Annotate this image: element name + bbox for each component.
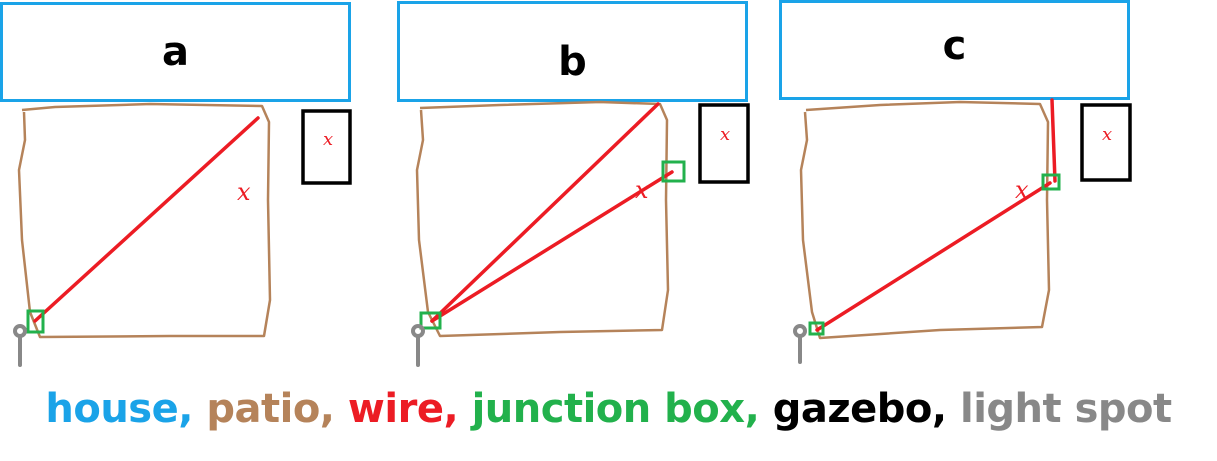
legend: house, patio, wire, junction box, gazebo… (0, 386, 1217, 432)
house-b: b (397, 1, 748, 102)
legend-separator: , (319, 386, 348, 432)
patio-a (17, 102, 272, 339)
panel-label-a: a (162, 29, 189, 75)
gazebo-b (698, 103, 750, 184)
gazebo-c (1080, 103, 1132, 182)
panel-a: x x (13, 102, 352, 367)
x-mark-gazebo-a: x (323, 129, 333, 150)
legend-light-spot-label: light spot (960, 386, 1172, 432)
legend-gazebo: gazebo, (773, 386, 960, 432)
junction-box-c2 (808, 321, 825, 336)
patio-b (415, 100, 670, 338)
legend-junction-box-label: junction box (471, 386, 746, 432)
panel-b: x x (411, 100, 750, 367)
wire-a (33, 116, 260, 323)
junction-box-b1 (419, 311, 442, 330)
panel-c: x x (793, 98, 1132, 364)
legend-wire-label: wire (347, 386, 444, 432)
x-mark-patio-b: x (635, 176, 649, 204)
x-mark-gazebo-c: x (1102, 124, 1112, 145)
junction-box-c1 (1041, 173, 1061, 191)
house-a: a (0, 2, 351, 102)
legend-junction-box: junction box, (472, 386, 773, 432)
light-spot-a (13, 324, 27, 367)
light-spot-b (411, 324, 425, 367)
x-mark-patio-c: x (1015, 176, 1029, 204)
legend-wire: wire, (348, 386, 472, 432)
legend-patio-label: patio (206, 386, 320, 432)
house-c: c (779, 0, 1130, 100)
x-mark-patio-a: x (237, 178, 251, 206)
wire-c2 (815, 181, 1052, 332)
legend-patio: patio, (206, 386, 348, 432)
light-spot-c (793, 324, 807, 364)
legend-light-spot: light spot (960, 386, 1172, 432)
patio-c (799, 100, 1051, 340)
legend-separator: , (931, 386, 960, 432)
x-mark-gazebo-b: x (720, 124, 730, 145)
legend-gazebo-label: gazebo (772, 386, 933, 432)
legend-separator: , (443, 386, 472, 432)
legend-separator: , (178, 386, 207, 432)
wire-b2 (430, 170, 674, 323)
panel-label-c: c (942, 23, 967, 69)
legend-separator: , (744, 386, 773, 432)
junction-box-b2 (661, 160, 686, 183)
panel-label-b: b (558, 38, 587, 85)
junction-box-a (26, 309, 45, 334)
legend-house: house, (45, 386, 206, 432)
gazebo-a (301, 109, 352, 185)
wire-b1 (430, 102, 660, 323)
legend-house-label: house (45, 386, 179, 432)
wire-c1 (1050, 98, 1057, 183)
